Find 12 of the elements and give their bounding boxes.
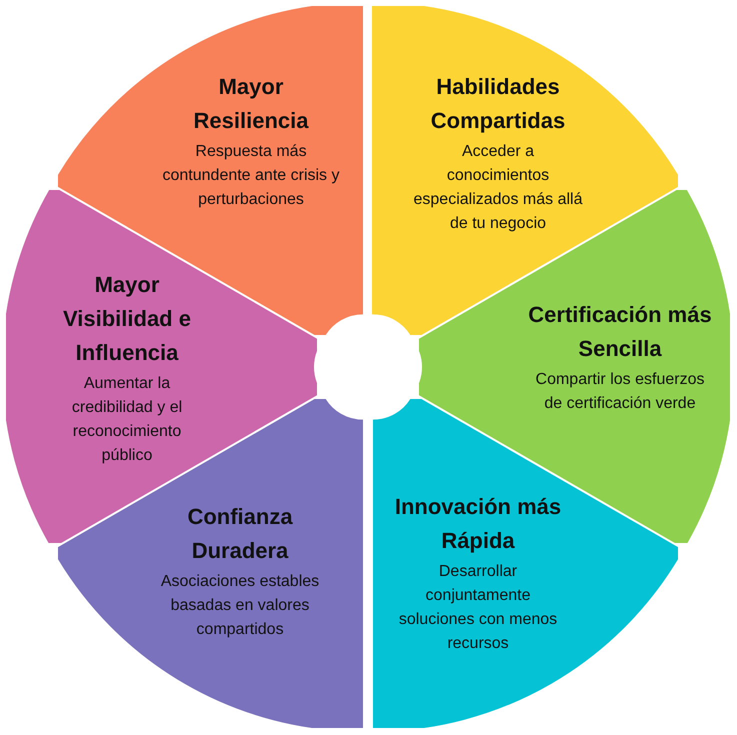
segment-title: Habilidades Compartidas — [430, 73, 566, 135]
segment-title: Mayor Visibilidad e Influencia — [62, 271, 192, 367]
segment-description: Aumentar la credibilidad y el reconocimiento público — [70, 374, 184, 466]
segment-title: Mayor Resiliencia — [192, 73, 310, 135]
segment-description: Compartir los esfuerzos de certificación verde — [534, 370, 706, 414]
segment-title: Confianza Duradera — [186, 503, 294, 565]
segment-description: Acceder a conocimientos especializados más allá de tu negocio — [413, 142, 583, 234]
segment-title: Innovación más Rápida — [394, 493, 562, 555]
segment-description: Asociaciones estables basadas en valores compartidos — [160, 572, 320, 640]
segment-title: Certificación más Sencilla — [527, 301, 713, 363]
segment-description: Desarrollar conjuntamente soluciones con menos recursos — [398, 562, 558, 654]
segment-description: Respuesta más contundente ante crisis y perturbaciones — [162, 142, 340, 210]
